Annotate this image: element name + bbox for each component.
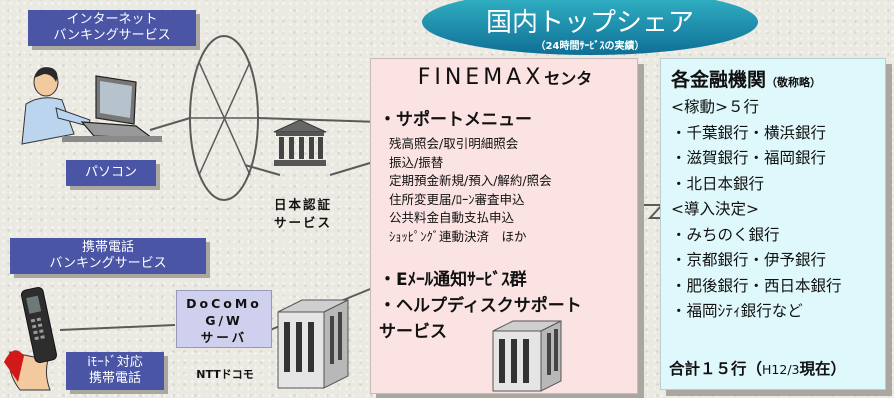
center-title-row: FINEMAXセンタ [371,65,639,90]
top-share-banner: 国内トップシェア （24時間ｻｰﾋﾞｽの実績） [420,0,760,56]
menu-item: 振込/振替 [389,154,444,170]
bank-list-item: ・肥後銀行・西日本銀行 [671,276,842,295]
imode-phone-label: iﾓｰﾄﾞ対応 携帯電話 [66,352,164,390]
docomo-gw-server-box: DoCoMo G/W サーバ [176,290,272,348]
banks-total-date: H12/3 [762,362,800,377]
bank-list-item: ・北日本銀行 [671,174,765,193]
center-title: FINEMAX [417,65,545,90]
pc-label: パソコン [66,160,156,186]
financial-institutions-panel: 各金融機関（敬称略） <稼動>５行 ・千葉銀行・横浜銀行 ・滋賀銀行・福岡銀行 … [660,58,886,390]
banner-subtitle: （24時間ｻｰﾋﾞｽの実績） [535,41,645,52]
internet-banking-label: インターネット バンキングサービス [28,10,196,46]
docomo-gw-line-1: DoCoMo [186,296,262,311]
menu-item: 公共料金自動支払申込 [389,210,515,225]
mobile-phone-illustration [4,286,58,391]
docomo-gw-line-2: G/W [205,313,243,328]
certification-line-1: 日本認証 [273,197,332,212]
certification-line-2: サービス [273,215,332,230]
banks-total-count: 合計１５行（ [669,360,763,378]
pc-user-illustration [21,67,162,145]
mobile-banking-line-1: 携帯電話 [81,240,134,255]
mobile-banking-line-2: バンキングサービス [49,256,167,271]
menu-item: 住所変更届/ﾛｰﾝ審査申込 [389,191,525,207]
helpdesk-support-line-2: サービス [379,322,447,342]
support-menu-list: 残高照会/取引明細照会 振込/振替 定期預金新規/預入/解約/照会 住所変更届/… [389,135,552,246]
internet-banking-line-1: インターネット [66,12,158,27]
finemax-center-panel: FINEMAXセンタ ・サポートメニュー 残高照会/取引明細照会 振込/振替 定… [370,58,638,394]
email-notification-service: ・Eﾒｰﾙ通知ｻｰﾋﾞｽ群 [379,270,527,290]
bank-list-item: ・滋賀銀行・福岡銀行 [671,149,827,167]
bank-list-item: <導入決定> [671,200,759,218]
mobile-banking-label: 携帯電話 バンキングサービス [10,238,206,274]
ntt-docomo-label: NTTドコモ [196,368,254,381]
banks-total: 合計１５行（H12/3現在） [669,357,846,379]
bank-list-item: ・福岡ｼﾃｨ銀行など [671,302,803,320]
support-menu-heading: ・サポートメニュー [379,110,532,130]
menu-item: ｼｮｯﾋﾟﾝｸﾞ連動決済 ほか [389,228,527,244]
imode-phone-line-1: iﾓｰﾄﾞ対応 [87,355,143,370]
certification-label: 日本認証 サービス [258,196,348,232]
bank-building-icon [273,119,327,166]
bank-list-item: ・京都銀行・伊予銀行 [671,251,827,269]
internet-banking-line-2: バンキングサービス [53,28,171,43]
menu-item: 定期預金新規/預入/解約/照会 [389,173,552,188]
center-server-rack-icon [492,320,562,392]
server-rack-icon [277,299,349,389]
imode-phone-line-2: 携帯電話 [88,371,141,386]
banner-title: 国内トップシェア [485,8,694,38]
bank-list-item: <稼動>５行 [671,98,759,116]
banks-title-note: （敬称略） [766,76,822,89]
bank-list-item: ・みちのく銀行 [671,225,780,244]
menu-item: 残高照会/取引明細照会 [389,136,519,151]
helpdesk-support-line-1: ・ヘルプディスクサポート [379,296,582,316]
banner-ellipse [422,0,758,55]
banks-title-row: 各金融機関（敬称略） [671,65,821,92]
banks-total-suffix: 現在） [799,360,847,378]
docomo-gw-line-3: サーバ [200,330,248,345]
banks-title: 各金融機関 [671,69,767,91]
center-title-suffix: センタ [544,69,593,88]
banks-list: <稼動>５行 ・千葉銀行・横浜銀行 ・滋賀銀行・福岡銀行 ・北日本銀行 <導入決… [671,95,842,325]
bank-list-item: ・千葉銀行・横浜銀行 [671,123,827,142]
